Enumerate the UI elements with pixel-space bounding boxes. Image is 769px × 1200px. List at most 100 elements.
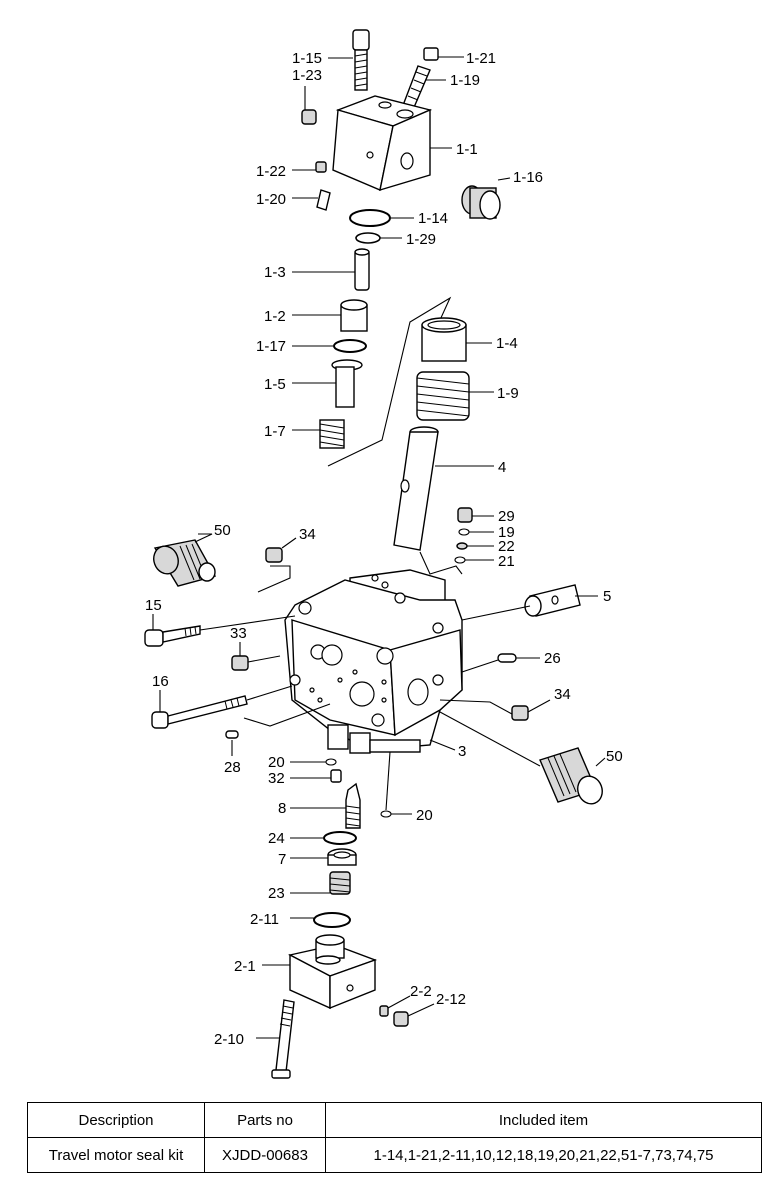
part-3-valve-body <box>284 569 463 754</box>
part-1-5-poppet <box>331 359 363 408</box>
part-1-2-sleeve <box>340 299 368 332</box>
seal-kit-table: Description Parts no Included item Trave… <box>27 1102 762 1173</box>
part-1-17-ring <box>333 339 367 353</box>
part-5-plug <box>524 584 581 617</box>
label-32: 32 <box>268 770 285 787</box>
part-1-4-sleeve <box>421 317 467 362</box>
label-16: 16 <box>152 673 169 690</box>
label-50-upper: 50 <box>214 522 231 539</box>
label-1-21: 1-21 <box>466 50 496 67</box>
part-15-bolt <box>144 625 201 647</box>
cell-included-item: 1-14,1-21,2-11,10,12,18,19,20,21,22,51-7… <box>325 1137 762 1173</box>
part-1-3-spool <box>354 248 370 291</box>
part-32-pin <box>330 769 342 783</box>
part-34-plug-upper <box>265 547 283 563</box>
part-1-9-spring <box>416 371 470 421</box>
part-21-ring <box>454 556 466 564</box>
part-19-ring <box>458 528 470 536</box>
label-19: 19 <box>498 524 515 541</box>
label-1-15: 1-15 <box>292 50 322 67</box>
part-7-ring <box>327 848 357 866</box>
part-1-22-plug <box>315 161 327 173</box>
label-2-2: 2-2 <box>410 983 432 1000</box>
part-2-2-screw <box>379 1005 389 1017</box>
label-4: 4 <box>498 459 506 476</box>
part-1-29-ring <box>355 232 381 244</box>
label-1-14: 1-14 <box>418 210 448 227</box>
label-33: 33 <box>230 625 247 642</box>
label-5: 5 <box>603 588 611 605</box>
part-34-plug-lower <box>511 705 529 721</box>
label-34-upper: 34 <box>299 526 316 543</box>
part-1-7-spring <box>319 419 345 449</box>
label-29: 29 <box>498 508 515 525</box>
label-7: 7 <box>278 851 286 868</box>
part-2-10-bolt <box>271 999 295 1079</box>
part-26-pin <box>497 653 517 663</box>
label-50-lower: 50 <box>606 748 623 765</box>
cell-parts-no: XJDD-00683 <box>204 1137 326 1173</box>
label-2-11: 2-11 <box>250 911 279 928</box>
label-2-1: 2-1 <box>234 958 256 975</box>
part-22-ring <box>456 542 468 550</box>
header-included-item: Included item <box>325 1102 762 1138</box>
part-2-12-plug <box>393 1011 409 1027</box>
part-1-14-oring <box>349 209 391 227</box>
label-20-lower: 20 <box>416 807 433 824</box>
label-26: 26 <box>544 650 561 667</box>
part-16-bolt <box>151 695 248 729</box>
label-34-lower: 34 <box>554 686 571 703</box>
label-2-12: 2-12 <box>436 991 466 1008</box>
label-21: 21 <box>498 553 515 570</box>
label-8: 8 <box>278 800 286 817</box>
part-4-spool <box>393 426 439 551</box>
label-1-17: 1-17 <box>256 338 286 355</box>
label-1-23: 1-23 <box>292 67 322 84</box>
part-2-1-block <box>287 934 378 1010</box>
label-1-29: 1-29 <box>406 231 436 248</box>
label-1-1: 1-1 <box>456 141 478 158</box>
label-1-16: 1-16 <box>513 169 543 186</box>
part-2-11-oring <box>313 912 351 928</box>
part-50-relief-valve-upper <box>153 539 217 587</box>
part-20-ring-a <box>325 758 337 766</box>
part-28-pin <box>225 730 239 739</box>
table-header-row: Description Parts no Included item <box>27 1102 762 1138</box>
table-row: Travel motor seal kit XJDD-00683 1-14,1-… <box>27 1137 762 1173</box>
label-1-4: 1-4 <box>496 335 518 352</box>
label-2-10: 2-10 <box>214 1031 244 1048</box>
label-1-5: 1-5 <box>264 376 286 393</box>
part-labels: 1-15 1-23 1-21 1-19 1-1 1-22 1-16 1-20 1… <box>145 50 623 1048</box>
label-24: 24 <box>268 830 285 847</box>
part-8-poppet <box>345 782 361 829</box>
header-parts-no: Parts no <box>204 1102 326 1138</box>
leader-lines <box>152 56 606 1039</box>
part-50-relief-valve-lower <box>539 747 603 805</box>
part-33-plug <box>231 655 249 671</box>
part-1-23-plug <box>301 109 317 125</box>
part-1-21-cap <box>423 47 439 61</box>
label-28: 28 <box>224 759 241 776</box>
label-1-19: 1-19 <box>450 72 480 89</box>
label-15: 15 <box>145 597 162 614</box>
assembly-bracket-line <box>327 296 452 467</box>
part-29-plug <box>457 507 473 523</box>
label-1-20: 1-20 <box>256 191 286 208</box>
label-23: 23 <box>268 885 285 902</box>
part-1-15-bolt <box>352 29 370 91</box>
label-22: 22 <box>498 538 515 555</box>
label-20-upper: 20 <box>268 754 285 771</box>
part-1-16-plug <box>461 185 501 220</box>
part-23-plug <box>329 871 351 895</box>
label-1-22: 1-22 <box>256 163 286 180</box>
label-1-7: 1-7 <box>264 423 286 440</box>
exploded-parts-diagram: 1-15 1-23 1-21 1-19 1-1 1-22 1-16 1-20 1… <box>144 29 623 1079</box>
part-20-ring-b <box>380 810 392 818</box>
cell-description: Travel motor seal kit <box>27 1137 205 1173</box>
header-description: Description <box>27 1102 205 1138</box>
label-3: 3 <box>458 743 466 760</box>
part-1-20-pin <box>316 189 331 211</box>
part-1-1-cover <box>332 95 433 192</box>
label-1-3: 1-3 <box>264 264 286 281</box>
label-1-9: 1-9 <box>497 385 519 402</box>
